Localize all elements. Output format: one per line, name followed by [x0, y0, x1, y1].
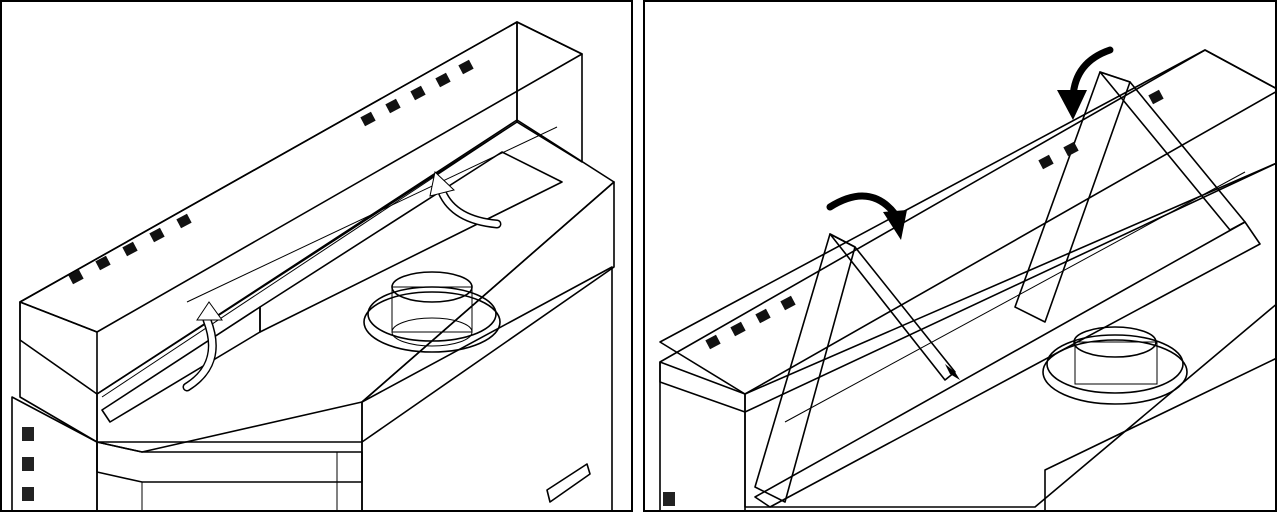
vent-slots: [68, 59, 474, 285]
vent-slots: [705, 89, 1164, 350]
side-vent: [663, 492, 675, 506]
cabinet-lower-face: [96, 441, 363, 510]
side-vent: [22, 457, 34, 471]
front-bulkhead: [361, 181, 615, 443]
hinged-plate-front: [101, 306, 261, 423]
cabinet-front: [11, 396, 98, 510]
top-tray: [744, 162, 1275, 508]
back-wall: [659, 49, 1275, 413]
panel-left-folded: [0, 0, 633, 512]
flue-collar: [1042, 326, 1188, 405]
fireplace-right-drawing: [659, 46, 1275, 510]
side-vent: [22, 487, 34, 501]
fold-arrow-right: [1057, 46, 1114, 120]
cabinet-right-body: [1044, 358, 1275, 510]
hinged-plate-back: [259, 151, 563, 333]
hinged-plate: [754, 221, 1261, 508]
lift-arrow-front: [182, 301, 223, 392]
rail-line: [784, 171, 1246, 423]
bracket: [546, 463, 591, 503]
panel-right-raised: [643, 0, 1277, 512]
fold-arrow-left: [826, 192, 907, 240]
a-frame-left: [754, 233, 960, 503]
lift-arrow-back: [429, 171, 502, 229]
left-end-wall: [659, 361, 746, 510]
rail-line-2: [101, 131, 503, 398]
back-wall-top: [659, 49, 1275, 395]
flue-collar: [363, 271, 501, 353]
fireplace-left-drawing: [11, 21, 615, 510]
rail-line: [186, 126, 558, 303]
a-frame-right: [1014, 71, 1246, 323]
side-wall: [516, 21, 583, 163]
back-wall-top: [19, 21, 583, 333]
side-vent: [22, 427, 34, 441]
front-trim: [96, 441, 363, 483]
